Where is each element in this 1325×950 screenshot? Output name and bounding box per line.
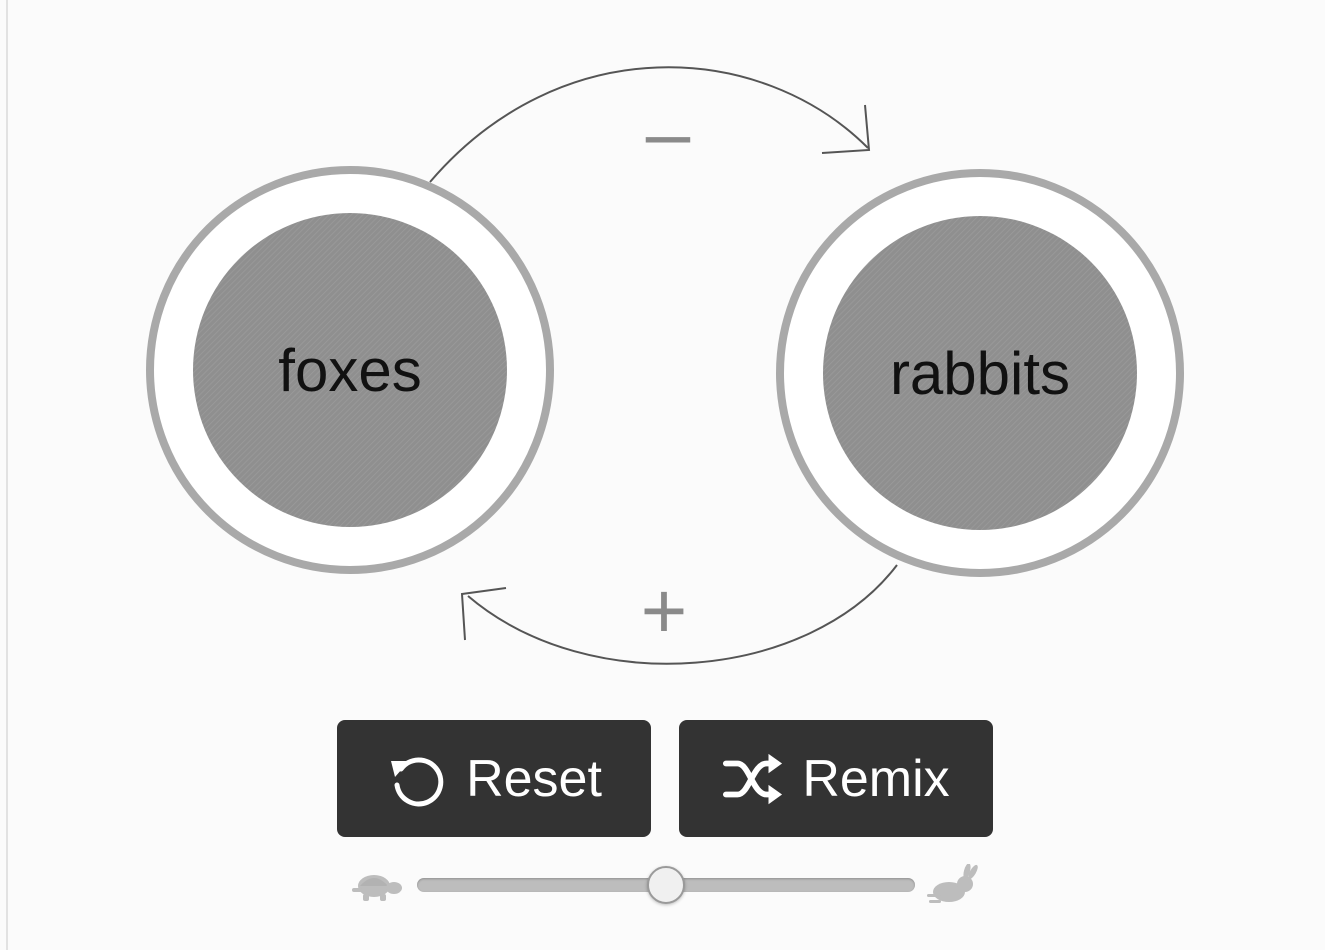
speed-control [345,860,985,910]
link-sign-bottom: + [641,566,688,655]
node-foxes[interactable]: foxes [146,166,554,574]
node-rabbits[interactable]: rabbits [776,169,1184,577]
reset-button[interactable]: Reset [337,720,651,837]
node-rabbits-label: rabbits [890,340,1070,407]
turtle-icon [350,868,405,902]
remix-label: Remix [802,749,950,808]
arrow-rabbits-to-foxes[interactable] [467,564,898,665]
arrow-foxes-to-rabbits[interactable] [429,66,869,183]
panel-border [6,0,8,950]
speed-slider-thumb[interactable] [647,866,685,904]
reset-label: Reset [466,749,602,808]
reset-icon [386,748,448,810]
link-sign-top: – [646,88,691,177]
node-foxes-fill [193,213,507,527]
rabbit-icon [927,863,979,904]
node-rabbits-fill [823,216,1137,530]
speed-slider[interactable] [417,866,915,904]
arrowhead-bottom [460,587,507,641]
remix-button[interactable]: Remix [679,720,993,837]
arrowhead-top [821,104,871,154]
shuffle-icon [722,748,784,810]
node-foxes-label: foxes [278,337,421,404]
feedback-loop-diagram: – + foxes rabbits [146,66,1184,665]
